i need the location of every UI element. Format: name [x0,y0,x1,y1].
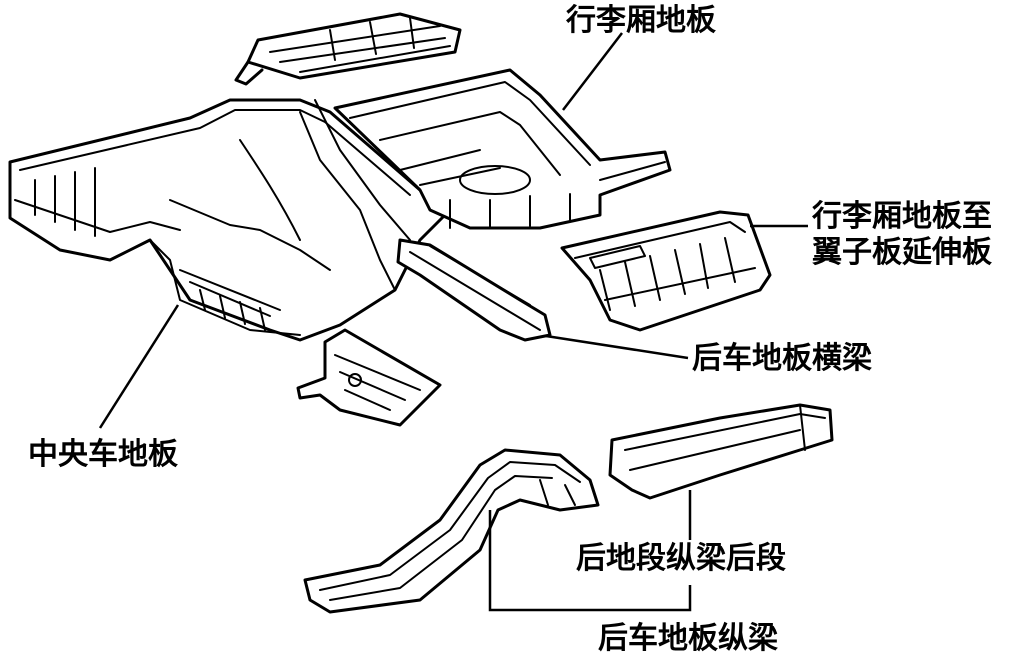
leader-trunk-floor [562,32,623,111]
label-trunk-floor: 行李厢地板 [566,3,716,38]
leader-rear-floor-side-member [488,510,692,612]
rear-floor-side-member [303,448,600,614]
label-rear-floor-crossmember: 后车地板横梁 [692,341,872,376]
label-trunk-to-fender-line1: 行李厢地板至 [812,199,992,234]
label-trunk-to-fender-line2: 翼子板延伸板 [812,235,992,270]
label-rear-side-member-rear: 后地段纵梁后段 [576,541,786,576]
leader-rear-floor-crossmember [545,334,689,360]
trunk-floor-panel [333,68,672,230]
rear-side-member-rear-section [608,403,834,500]
trunk-to-fender-extension [560,210,772,332]
center-floor-panel [8,98,457,342]
label-rear-floor-side-member: 后车地板纵梁 [598,621,778,656]
label-center-floor: 中央车地板 [28,437,178,472]
small-bracket-panel [296,328,442,427]
rear-floor-crossmember [396,238,552,342]
top-small-panel [234,12,462,86]
leader-center-floor [98,304,180,429]
